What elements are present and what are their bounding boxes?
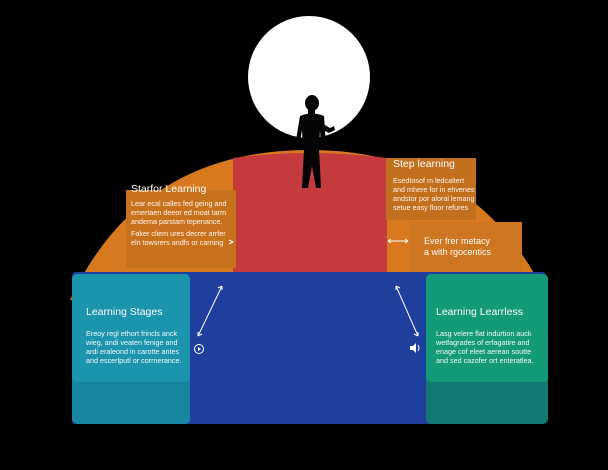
arrow-left <box>197 285 223 337</box>
left-panel-para2: Faker cliem ures decrer arrfer eln towsr… <box>131 229 226 247</box>
right-panel-para1: Esedtosof m ledcaltert and mhere for in … <box>393 176 475 212</box>
person-silhouette <box>296 95 335 188</box>
left-panel-title: Starfor Learning <box>131 183 207 195</box>
right-panel-para2: Ever frer metacy a with rgocentics <box>424 236 492 258</box>
arrow-horizontal <box>387 238 409 244</box>
red-band <box>233 153 387 272</box>
speaker-icon <box>410 343 420 353</box>
right-panel-title: Step learning <box>393 158 455 170</box>
left-text-block <box>126 190 236 268</box>
left-card-top <box>72 274 190 382</box>
right-card-top <box>426 274 548 382</box>
right-text-block-bottom <box>410 222 522 272</box>
moon <box>248 16 370 138</box>
right-card-title: Learning Learrless <box>436 306 523 318</box>
right-text-block-top <box>386 158 476 220</box>
left-panel-para1: Lear ecal calles fed geing and emertaen … <box>131 199 227 226</box>
small-arrow-icon <box>228 239 235 245</box>
play-circle-icon <box>194 344 204 354</box>
arrow-right <box>395 285 419 337</box>
right-card-para: Lasg velere flat indurtion auck wetfagra… <box>436 329 534 365</box>
left-card-title: Learning Stages <box>86 306 163 318</box>
left-card-para: Ereoy regl ethort frincls anck wieg, and… <box>86 329 182 365</box>
